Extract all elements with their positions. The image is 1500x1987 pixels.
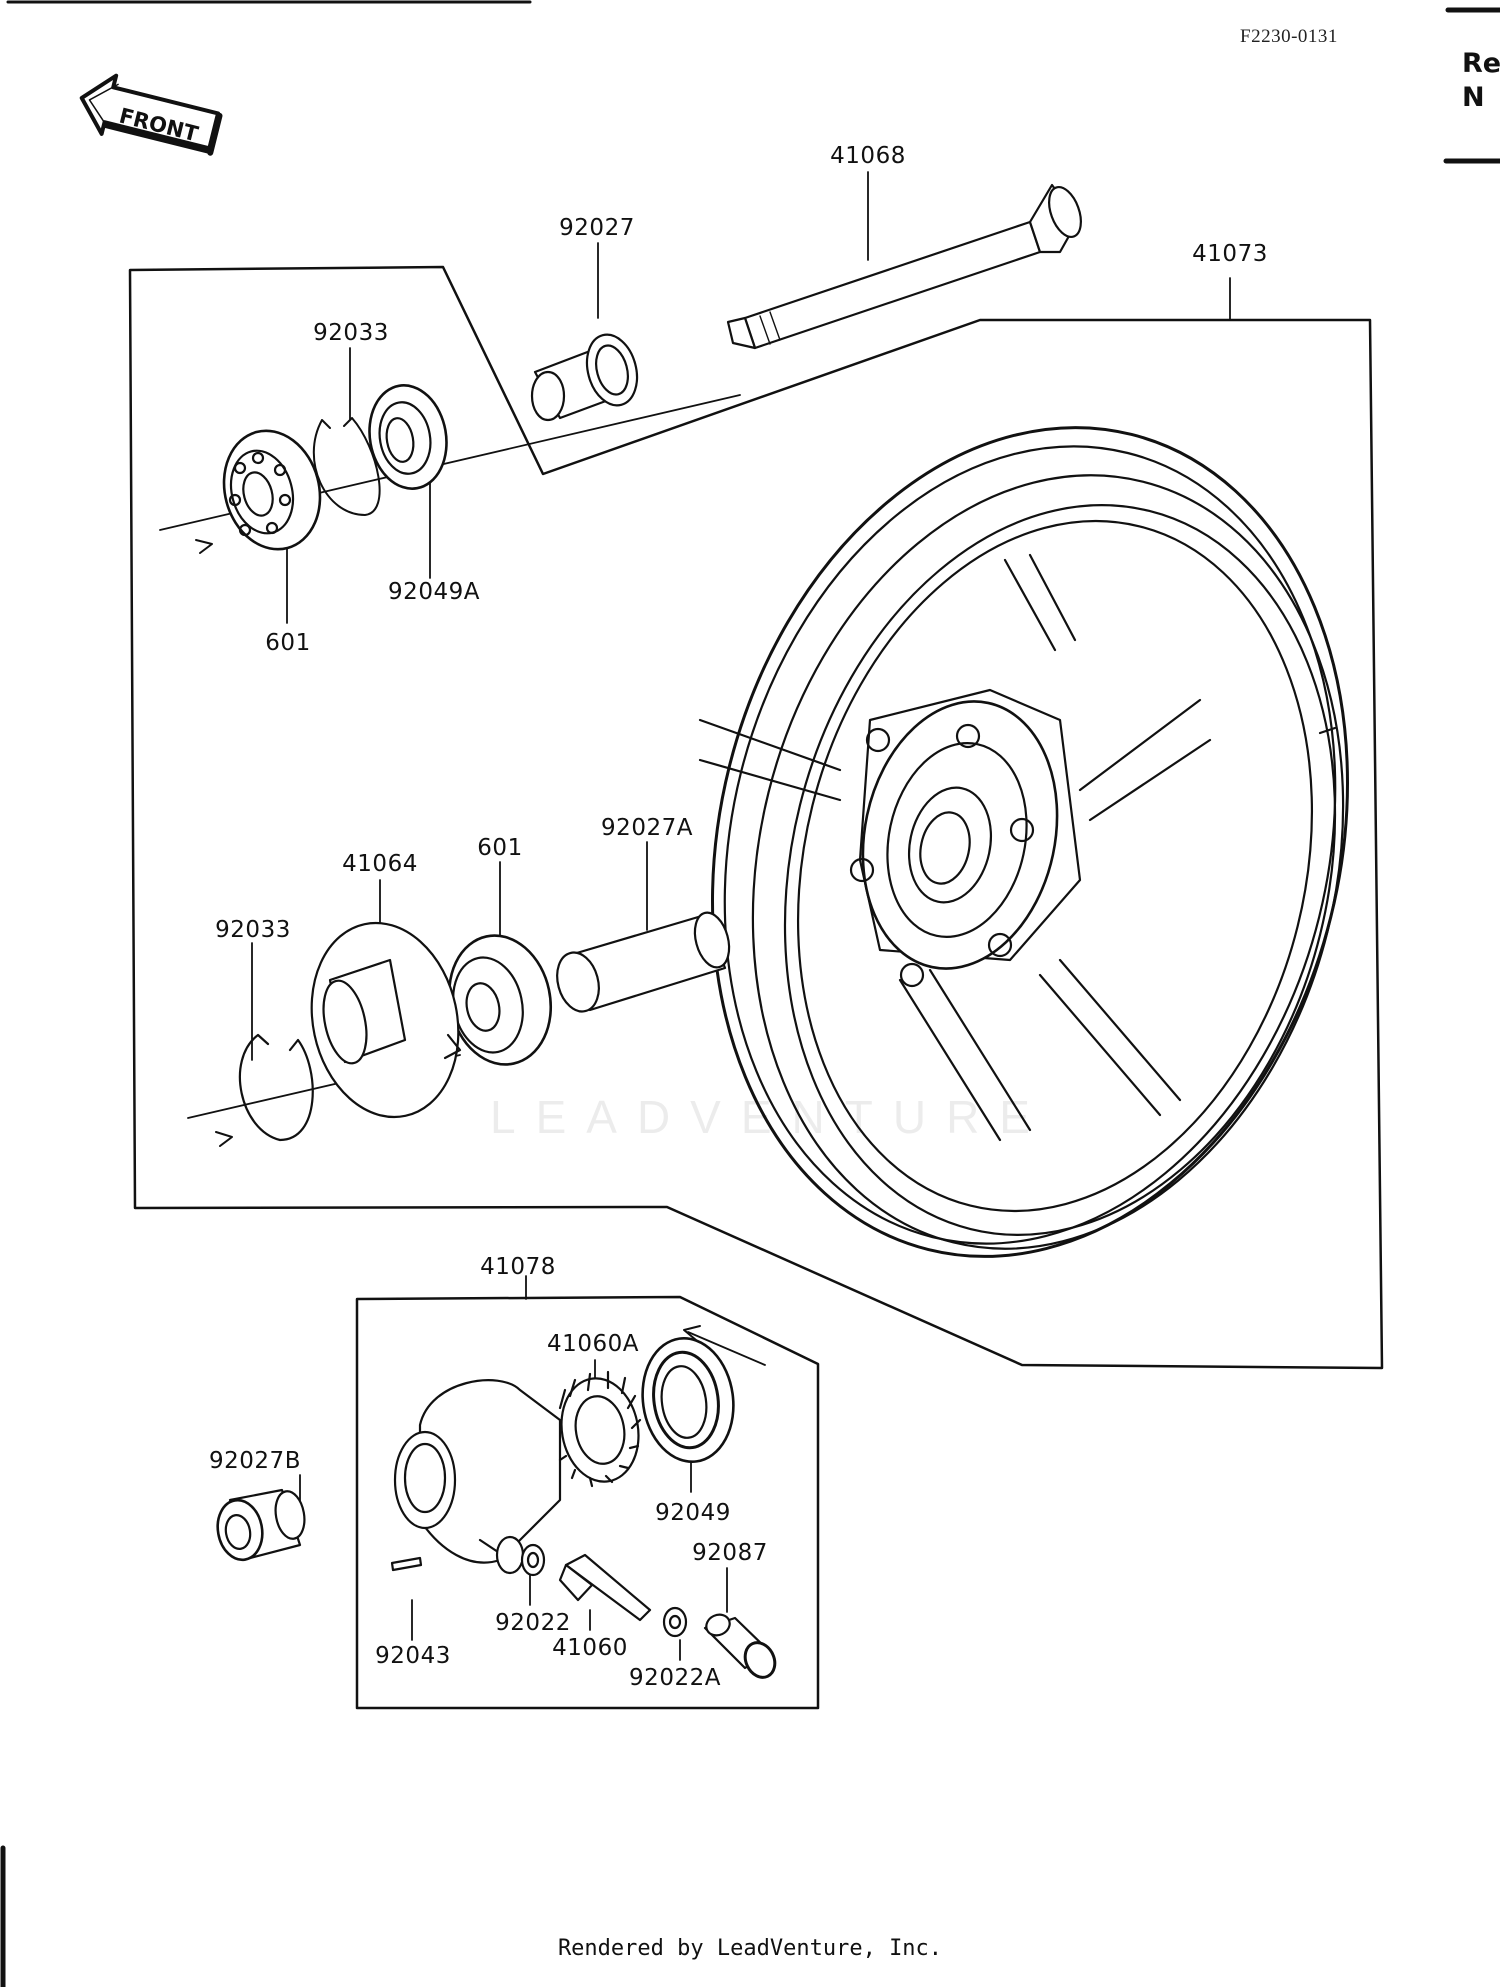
part-label: 41060 [552,1635,628,1661]
axis-arrow-icon [215,1131,233,1147]
part-label: 92049 [655,1500,731,1526]
bushing-part [216,1488,306,1562]
gear-housing-part [393,1379,562,1575]
figure-id: F2230-0131 [1240,26,1338,47]
part-label: 41064 [342,851,418,877]
part-label: 41060A [547,1331,639,1357]
part-label: 92043 [375,1643,451,1669]
drive-plate-part [310,921,462,1119]
ball-bearing-part [222,429,322,551]
front-arrow-icon [79,73,223,156]
part-label: 92033 [313,320,389,346]
part-label: 41073 [1192,241,1268,267]
corner-text-line-2: N [1462,82,1485,113]
corner-text-line-1: Re [1462,48,1500,79]
axis-arrow-icon [195,539,213,554]
front-label-layer: FRONT [117,104,201,147]
cast-wheel-part [698,426,1349,1258]
front-label: FRONT [117,104,201,147]
part-label: 92027A [601,815,693,841]
part-label: 92027 [559,215,635,241]
wheel-group-frame [128,265,1384,1370]
part-label: 601 [265,630,311,656]
part-label: 92049A [388,579,480,605]
washer-part [520,1543,546,1577]
part-label: 92033 [215,917,291,943]
drive-gear-part [558,1370,642,1488]
watermark: LEADVENTURE [490,1091,1050,1143]
axle-part [726,183,1082,350]
circlip-part [238,1033,314,1142]
part-label: 41078 [480,1254,556,1280]
footer-credit: Rendered by LeadVenture, Inc. [557,1936,943,1961]
part-label: 92022 [495,1610,571,1636]
collar-part [530,333,639,422]
part-label: 601 [477,835,523,861]
oil-seal-part [368,384,448,490]
bushing-part [703,1613,777,1679]
pinion-gear-part [558,1553,652,1622]
oil-seal-part [641,1336,735,1464]
part-label: 92027B [209,1448,301,1474]
part-label: 41068 [830,143,906,169]
gear-group-frame [355,1295,820,1710]
part-label: 92087 [692,1540,768,1566]
washer-part [662,1606,688,1638]
part-label: 92022A [629,1665,721,1691]
spacer-tube-part [556,911,731,1013]
pin-part [390,1556,423,1572]
axis-arrow-icon [683,1325,701,1341]
